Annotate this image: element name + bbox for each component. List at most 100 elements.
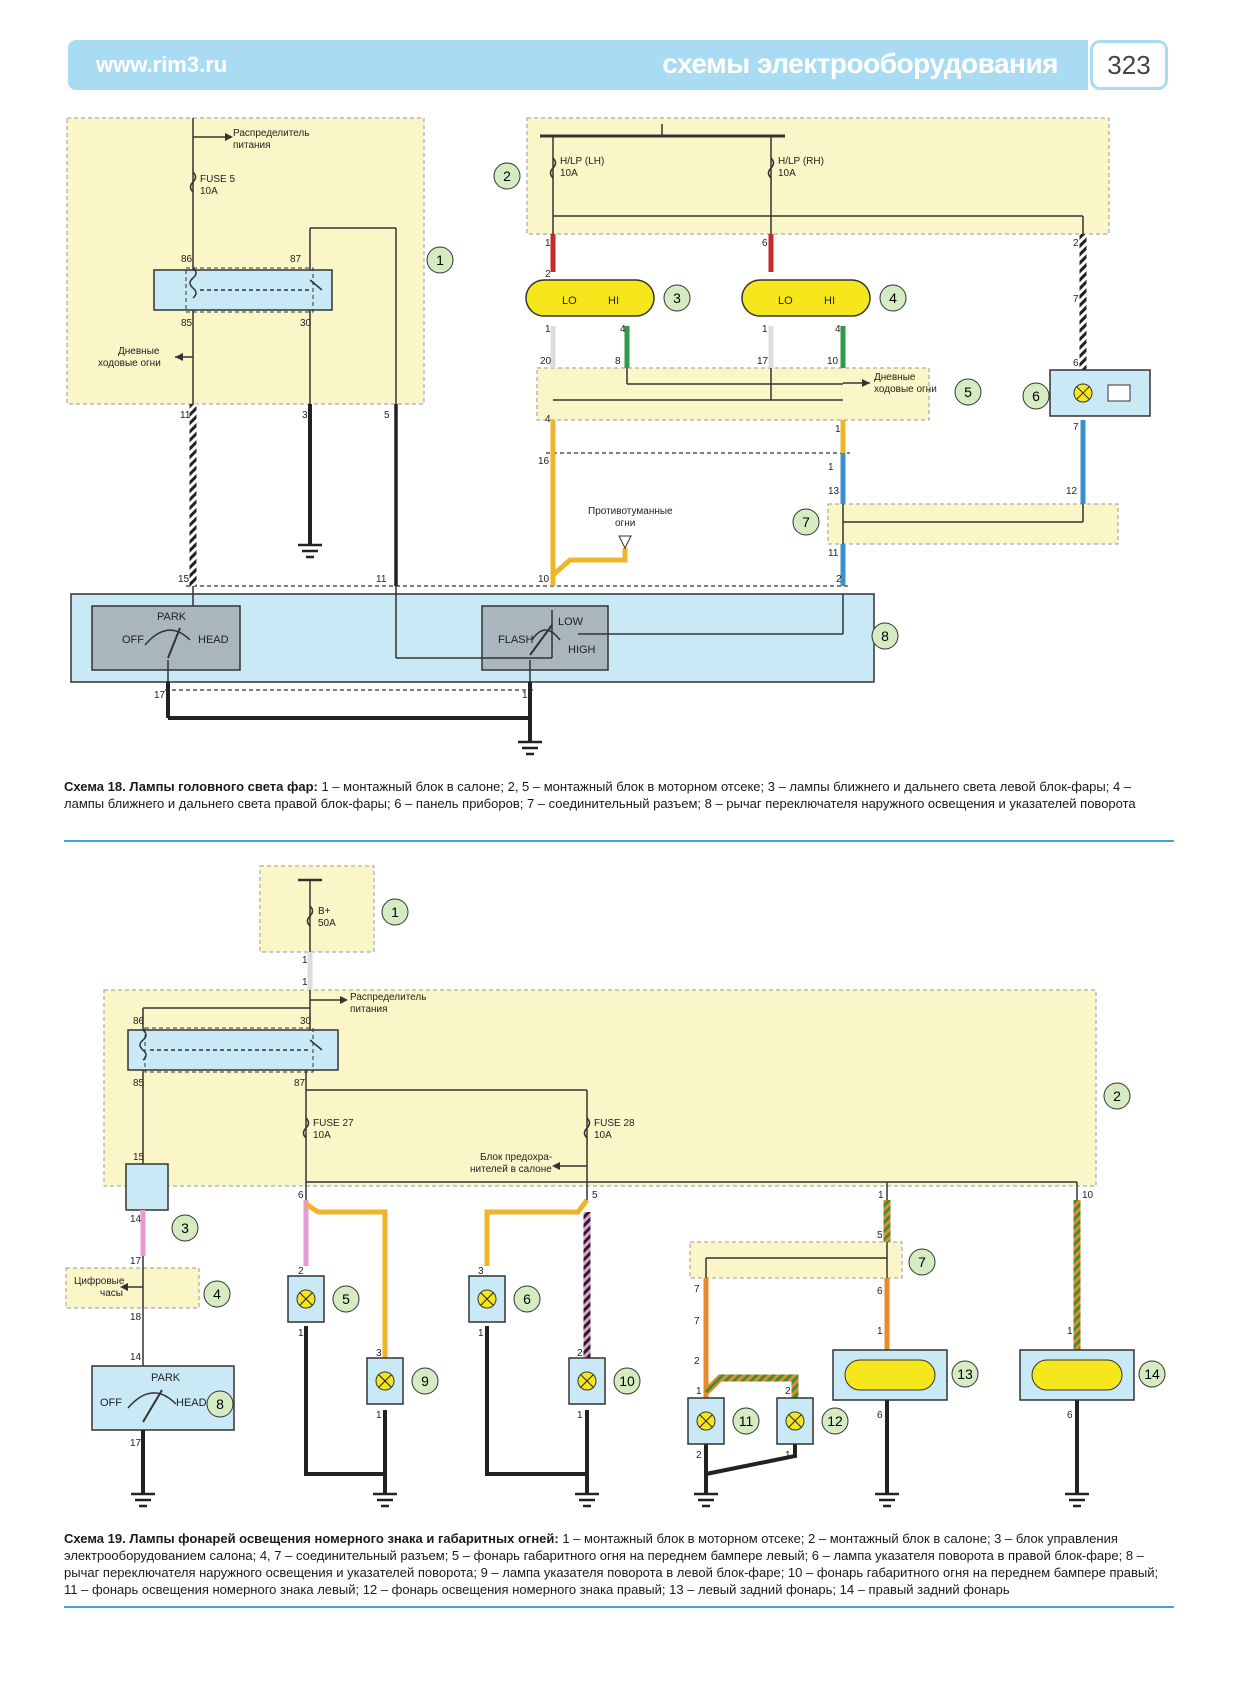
switch-right-box xyxy=(481,605,609,671)
fog-label-2: огни xyxy=(615,518,635,529)
callout: 3 xyxy=(181,1220,189,1236)
caption-18-title: Схема 18. Лампы головного света фар: xyxy=(64,779,318,794)
pin: 1 xyxy=(478,1328,484,1339)
lamp-hi-left: HI xyxy=(608,295,619,307)
pin: 10 xyxy=(538,574,550,585)
pin: 1 xyxy=(696,1386,702,1397)
pin: 6 xyxy=(762,238,768,249)
ground-symbols xyxy=(298,543,542,756)
pin: 2 xyxy=(577,1348,583,1359)
callout: 7 xyxy=(918,1254,926,1270)
pin: 2 xyxy=(1073,238,1079,249)
hlp-rh-name: H/LP (RH) xyxy=(778,156,824,167)
pin: 7 xyxy=(1073,422,1079,433)
sw19-off: OFF xyxy=(100,1397,122,1409)
callout: 12 xyxy=(827,1413,843,1429)
sw-park: PARK xyxy=(157,611,187,623)
caption-18: Схема 18. Лампы головного света фар: 1 –… xyxy=(64,778,1174,812)
diagram-18: LO HI LO HI Распределитель питания FUSE … xyxy=(66,117,1151,756)
fuse5-rating: 10A xyxy=(200,186,218,197)
pin: 1 xyxy=(835,424,841,435)
pin: 6 xyxy=(877,1410,883,1421)
pin: 1 xyxy=(577,1410,583,1421)
pin: 1 xyxy=(785,1450,791,1461)
pin: 17 xyxy=(154,690,166,701)
pin: 12 xyxy=(1066,486,1078,497)
pin: 2 xyxy=(545,269,551,280)
callout: 8 xyxy=(881,628,889,644)
pin: 1 xyxy=(545,238,551,249)
pin: 4 xyxy=(545,414,551,425)
lamp-lo-right: LO xyxy=(778,295,793,307)
pin: 2 xyxy=(785,1386,791,1397)
headlamp-right xyxy=(741,279,871,317)
pin: 85 xyxy=(133,1078,145,1089)
sw19-park: PARK xyxy=(151,1372,181,1384)
block-5-engine-fuse-box xyxy=(536,367,930,421)
callout: 3 xyxy=(673,290,681,306)
pin: 1 xyxy=(302,955,308,966)
callout: 13 xyxy=(957,1366,973,1382)
pin: 1 xyxy=(545,324,551,335)
drl-label-2: ходовые огни xyxy=(98,358,161,369)
site-url[interactable]: www.rim3.ru xyxy=(96,52,228,77)
fuse-block-label-1: Блок предохра- xyxy=(480,1152,552,1163)
pin: 4 xyxy=(835,324,841,335)
pin: 1 xyxy=(878,1190,884,1201)
callout: 5 xyxy=(342,1291,350,1307)
pin: 7 xyxy=(694,1316,700,1327)
hlp-lh-rating: 10A xyxy=(560,168,578,179)
fuse-block-label-2: нителей в салоне xyxy=(470,1164,552,1175)
power-dist-label-1: Распределитель xyxy=(350,992,426,1003)
drl-label-4: ходовые огни xyxy=(874,384,937,395)
callout: 1 xyxy=(391,904,399,920)
pin: 1 xyxy=(1067,1326,1073,1337)
hlp-lh-name: H/LP (LH) xyxy=(560,156,604,167)
caption-19-text: 1 – монтажный блок в моторном отсеке; 2 … xyxy=(64,1531,1159,1597)
callout: 14 xyxy=(1144,1366,1160,1382)
caption-18-text: 1 – монтажный блок в салоне; 2, 5 – монт… xyxy=(64,779,1136,811)
fuse28-name: FUSE 28 xyxy=(594,1118,635,1129)
block-4-connector xyxy=(65,1267,200,1309)
pin: 14 xyxy=(130,1214,142,1225)
lamp-hi-right: HI xyxy=(824,295,835,307)
divider-rule xyxy=(64,840,1174,842)
ground-symbols-19 xyxy=(131,1492,1089,1508)
pin: 3 xyxy=(478,1266,484,1277)
pin: 87 xyxy=(290,254,302,265)
pin: 2 xyxy=(694,1356,700,1367)
pin: 13 xyxy=(828,486,840,497)
body-control-unit-3 xyxy=(125,1163,169,1211)
callout: 2 xyxy=(1113,1088,1121,1104)
caption-19-title: Схема 19. Лампы фонарей освещения номерн… xyxy=(64,1531,559,1546)
callout: 4 xyxy=(213,1286,221,1302)
callout: 11 xyxy=(739,1413,754,1429)
pin: 86 xyxy=(133,1016,145,1027)
pin: 20 xyxy=(540,356,552,367)
pin: 87 xyxy=(294,1078,306,1089)
block-7-connector xyxy=(689,1241,903,1279)
drl-label-3: Дневные xyxy=(874,372,916,383)
headlamp-left xyxy=(525,279,655,317)
pin: 10 xyxy=(827,356,839,367)
hlp-rh-rating: 10A xyxy=(778,168,796,179)
pin: 16 xyxy=(538,456,550,467)
callout: 10 xyxy=(619,1373,635,1389)
block-1-interior-fuse-box xyxy=(66,117,425,405)
pin: 18 xyxy=(130,1312,142,1323)
pin: 1 xyxy=(376,1410,382,1421)
power-dist-label-1: Распределитель xyxy=(233,128,309,139)
pin: 7 xyxy=(694,1284,700,1295)
relay-19 xyxy=(127,1029,339,1071)
sw-off: OFF xyxy=(122,634,144,646)
pin: 3 xyxy=(302,410,308,421)
sw-flash: FLASH xyxy=(498,634,534,646)
power-dist-label-2: питания xyxy=(233,140,271,151)
pin: 2 xyxy=(298,1266,304,1277)
callout: 8 xyxy=(216,1396,224,1412)
pin: 17 xyxy=(130,1256,142,1267)
pin: 14 xyxy=(130,1352,142,1363)
callout: 6 xyxy=(523,1291,531,1307)
pin: 30 xyxy=(300,1016,312,1027)
